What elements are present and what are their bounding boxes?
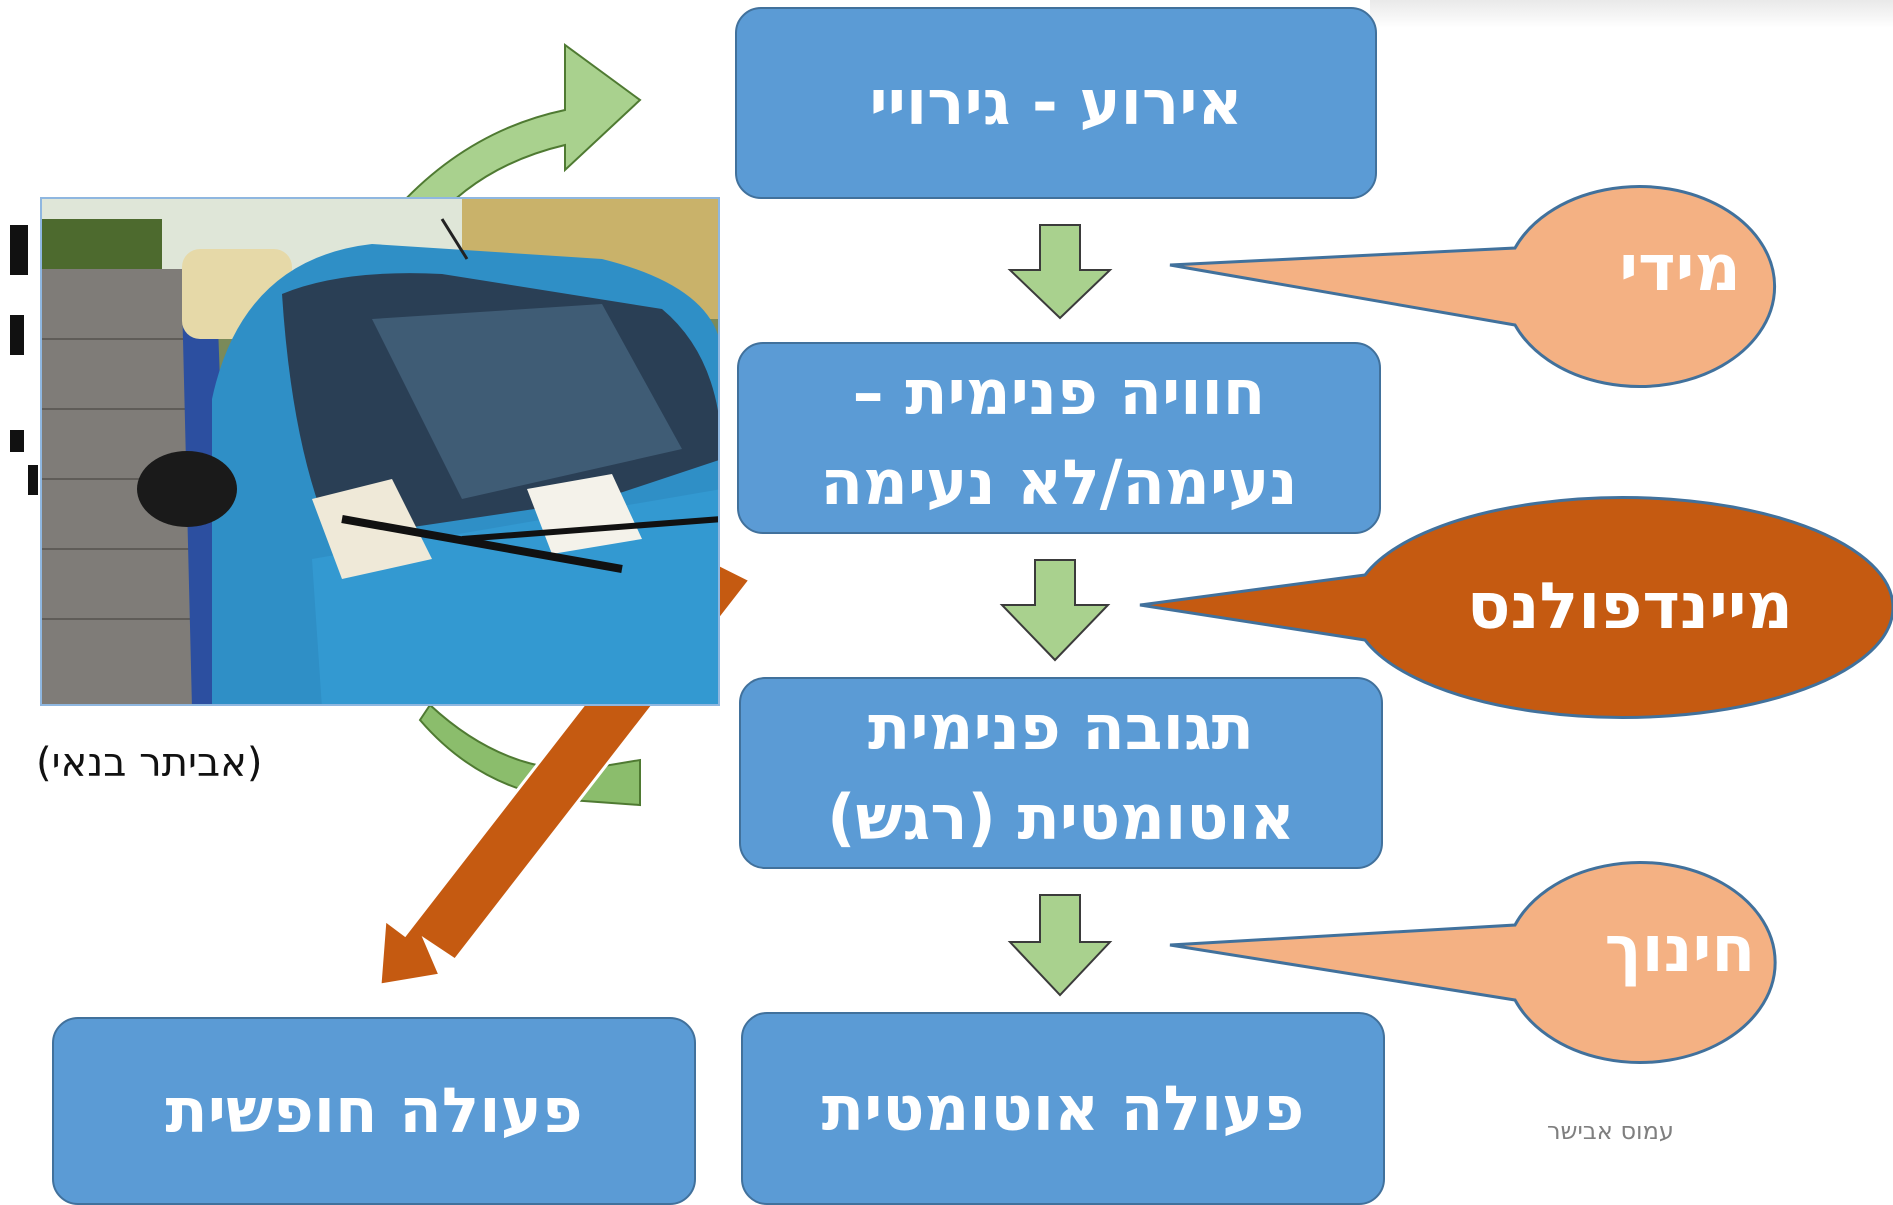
bubble-education (1169, 861, 1777, 1064)
car-photo (40, 197, 720, 706)
cycle-arrow-top (398, 43, 642, 227)
reaction-line-1: תגובה פנימית (868, 691, 1254, 765)
education-label: חינוך (1604, 913, 1756, 987)
event-box: אירוע - גירויי (735, 7, 1377, 199)
free-action-label: פעולה חופשית (165, 1074, 583, 1148)
down-arrow-3 (1007, 894, 1113, 997)
automatic-action-label: פעולה אוטומטית (821, 1071, 1305, 1145)
experience-line-2: נעימה/לא נעימה (820, 446, 1298, 519)
top-shadow-band (1370, 0, 1893, 28)
experience-line-1: חוויה פנימית – (852, 356, 1266, 430)
free-action-box: פעולה חופשית (52, 1017, 696, 1205)
author-name: עמוס אבישר (1547, 1117, 1674, 1145)
bubble-media (1169, 185, 1777, 388)
media-label: מידי (1619, 232, 1741, 306)
inner-experience-box: חוויה פנימית – נעימה/לא נעימה (737, 342, 1381, 534)
mindfulness-label: מיינדפולנס (1467, 570, 1793, 644)
inner-reaction-box: תגובה פנימית אוטומטית (רגש) (739, 677, 1383, 869)
occluded-text-fragment (8, 205, 38, 700)
photo-credit: (אביתר בנאי) (36, 740, 263, 786)
down-arrow-2 (999, 559, 1111, 662)
automatic-action-box: פעולה אוטומטית (741, 1012, 1385, 1205)
down-arrow-1 (1007, 224, 1113, 320)
reaction-line-2: אוטומטית (רגש) (827, 781, 1295, 854)
event-label: אירוע - גירויי (869, 66, 1243, 140)
